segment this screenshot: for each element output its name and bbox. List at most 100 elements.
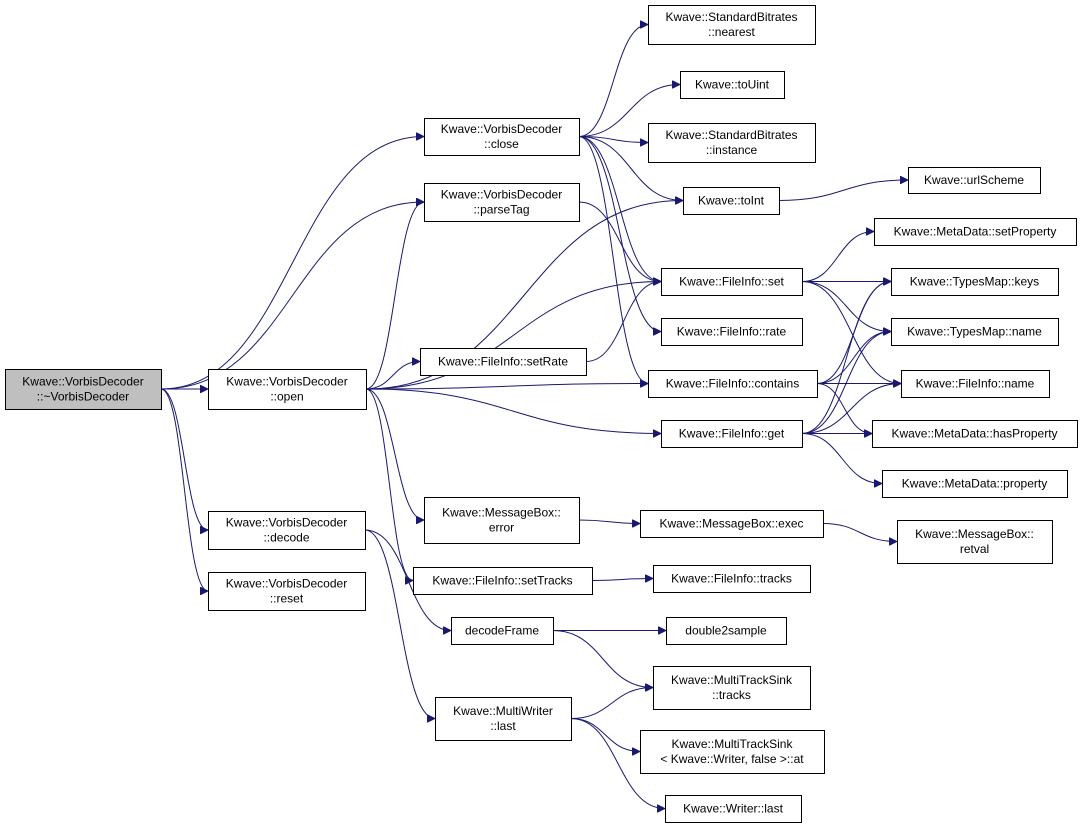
node-fiSetTracks-label-0: Kwave::FileInfo::setTracks xyxy=(432,574,572,588)
node-fiGet[interactable]: Kwave::FileInfo::get xyxy=(661,420,803,448)
edge-mbError-to-mbExec xyxy=(578,520,640,524)
node-fiGet-box xyxy=(661,420,803,448)
node-hasProperty-label-0: Kwave::MetaData::hasProperty xyxy=(891,427,1057,441)
node-open-box xyxy=(208,369,367,410)
node-tmKeys[interactable]: Kwave::TypesMap::keys xyxy=(891,268,1059,296)
node-instance-box xyxy=(648,123,816,163)
node-fiContains-box xyxy=(648,370,818,398)
node-setProperty-box xyxy=(874,218,1077,246)
edge-open-to-mbError xyxy=(365,388,425,520)
node-double2sample[interactable]: double2sample xyxy=(666,617,787,645)
node-decode-label-1: ::decode xyxy=(263,531,309,545)
edge-open-to-fiSetRate xyxy=(365,362,420,390)
node-instance-label-1: ::instance xyxy=(706,143,758,157)
node-close[interactable]: Kwave::VorbisDecoder::close xyxy=(424,118,580,156)
node-setProperty[interactable]: Kwave::MetaData::setProperty xyxy=(874,218,1077,246)
node-mwLast-label-0: Kwave::MultiWriter xyxy=(453,704,553,718)
node-root-box xyxy=(5,369,162,410)
node-fiContains[interactable]: Kwave::FileInfo::contains xyxy=(648,370,818,398)
node-writerLast[interactable]: Kwave::Writer::last xyxy=(665,795,802,823)
node-fiRate-box xyxy=(661,318,803,346)
node-fiRate-label-0: Kwave::FileInfo::rate xyxy=(677,325,787,339)
node-property[interactable]: Kwave::MetaData::property xyxy=(882,470,1068,498)
node-reset-box xyxy=(208,572,366,611)
edge-root-to-decode xyxy=(160,388,209,530)
node-hasProperty-box xyxy=(872,420,1078,448)
node-nearest-box xyxy=(648,5,816,45)
node-nearest-label-1: ::nearest xyxy=(708,25,755,39)
node-mtsTracks[interactable]: Kwave::MultiTrackSink::tracks xyxy=(653,666,811,710)
node-toInt[interactable]: Kwave::toInt xyxy=(683,187,780,215)
node-tmName[interactable]: Kwave::TypesMap::name xyxy=(891,318,1059,346)
node-decode[interactable]: Kwave::VorbisDecoder::decode xyxy=(208,511,366,550)
node-decodeFrame[interactable]: decodeFrame xyxy=(451,617,554,645)
node-hasProperty[interactable]: Kwave::MetaData::hasProperty xyxy=(872,420,1078,448)
edge-close-to-toUint xyxy=(578,85,680,137)
node-toUint[interactable]: Kwave::toUint xyxy=(680,71,785,99)
node-toUint-label-0: Kwave::toUint xyxy=(695,78,770,92)
edge-fiGet-to-tmName xyxy=(801,332,891,434)
node-mbExec[interactable]: Kwave::MessageBox::exec xyxy=(640,510,824,538)
node-reset[interactable]: Kwave::VorbisDecoder::reset xyxy=(208,572,366,611)
edge-decode-to-mwLast xyxy=(364,529,436,719)
edge-open-to-toInt xyxy=(365,201,683,390)
node-open-label-0: Kwave::VorbisDecoder xyxy=(226,375,347,389)
node-fiRate[interactable]: Kwave::FileInfo::rate xyxy=(661,318,803,346)
node-instance[interactable]: Kwave::StandardBitrates::instance xyxy=(648,123,816,163)
node-mbExec-box xyxy=(640,510,824,538)
node-mwLast[interactable]: Kwave::MultiWriter::last xyxy=(435,697,572,741)
node-tmKeys-label-0: Kwave::TypesMap::keys xyxy=(910,275,1039,289)
node-mbError-label-1: error xyxy=(489,521,514,535)
node-root-label-0: Kwave::VorbisDecoder xyxy=(22,375,143,389)
node-urlScheme[interactable]: Kwave::urlScheme xyxy=(908,167,1041,194)
edge-parseTag-to-fiSet xyxy=(578,201,661,282)
node-toUint-box xyxy=(680,71,785,99)
node-mbError-box xyxy=(424,497,580,544)
node-root[interactable]: Kwave::VorbisDecoder::~VorbisDecoder xyxy=(5,369,162,410)
node-close-label-1: ::close xyxy=(484,137,519,151)
edge-open-to-fiSetTracks xyxy=(365,388,414,581)
node-mtsAt[interactable]: Kwave::MultiTrackSink< Kwave::Writer, fa… xyxy=(640,730,825,774)
node-fiSetRate[interactable]: Kwave::FileInfo::setRate xyxy=(420,348,587,376)
edge-fiContains-to-hasProperty xyxy=(816,383,872,434)
node-mtsAt-label-1: < Kwave::Writer, false >::at xyxy=(660,752,804,766)
edge-fiSet-to-fiName xyxy=(801,281,901,384)
node-parseTag-box xyxy=(424,183,580,222)
node-mbError[interactable]: Kwave::MessageBox::error xyxy=(424,497,580,544)
node-parseTag[interactable]: Kwave::VorbisDecoder::parseTag xyxy=(424,183,580,222)
node-fiName[interactable]: Kwave::FileInfo::name xyxy=(901,370,1050,398)
node-decode-box xyxy=(208,511,366,550)
node-nearest[interactable]: Kwave::StandardBitrates::nearest xyxy=(648,5,816,45)
node-double2sample-box xyxy=(666,617,787,645)
node-fiSet[interactable]: Kwave::FileInfo::set xyxy=(661,268,803,296)
edge-open-to-fiSet xyxy=(365,282,661,390)
node-reset-label-1: ::reset xyxy=(270,592,304,606)
node-open[interactable]: Kwave::VorbisDecoder::open xyxy=(208,369,367,410)
node-root-label-1: ::~VorbisDecoder xyxy=(37,390,129,404)
node-tmKeys-box xyxy=(891,268,1059,296)
edge-fiSetRate-to-fiSet xyxy=(585,282,661,362)
node-fiTracks[interactable]: Kwave::FileInfo::tracks xyxy=(653,565,811,593)
edge-decodeFrame-to-mtsTracks xyxy=(552,630,653,688)
edge-close-to-fiRate xyxy=(578,136,661,332)
node-toInt-label-0: Kwave::toInt xyxy=(698,194,765,208)
node-fiSetTracks[interactable]: Kwave::FileInfo::setTracks xyxy=(413,567,593,595)
node-mbRetval[interactable]: Kwave::MessageBox::retval xyxy=(897,520,1053,564)
node-tmName-box xyxy=(891,318,1059,346)
edge-fiSet-to-tmName xyxy=(801,281,891,332)
node-fiSetRate-box xyxy=(420,348,587,376)
node-parseTag-label-1: ::parseTag xyxy=(473,203,529,217)
node-mtsAt-box xyxy=(640,730,825,774)
edge-mwLast-to-mtsAt xyxy=(570,718,640,752)
edge-fiGet-to-fiName xyxy=(801,384,901,434)
node-tmName-label-0: Kwave::TypesMap::name xyxy=(907,325,1042,339)
edge-fiSet-to-setProperty xyxy=(801,232,874,282)
node-property-box xyxy=(882,470,1068,498)
edge-mwLast-to-mtsTracks xyxy=(570,688,653,719)
node-fiName-box xyxy=(901,370,1050,398)
edge-fiGet-to-tmKeys xyxy=(801,282,891,434)
edge-toInt-to-urlScheme xyxy=(778,180,908,201)
edge-close-to-toInt xyxy=(578,136,683,201)
node-writerLast-label-0: Kwave::Writer::last xyxy=(683,802,783,816)
node-fiContains-label-0: Kwave::FileInfo::contains xyxy=(666,377,799,391)
